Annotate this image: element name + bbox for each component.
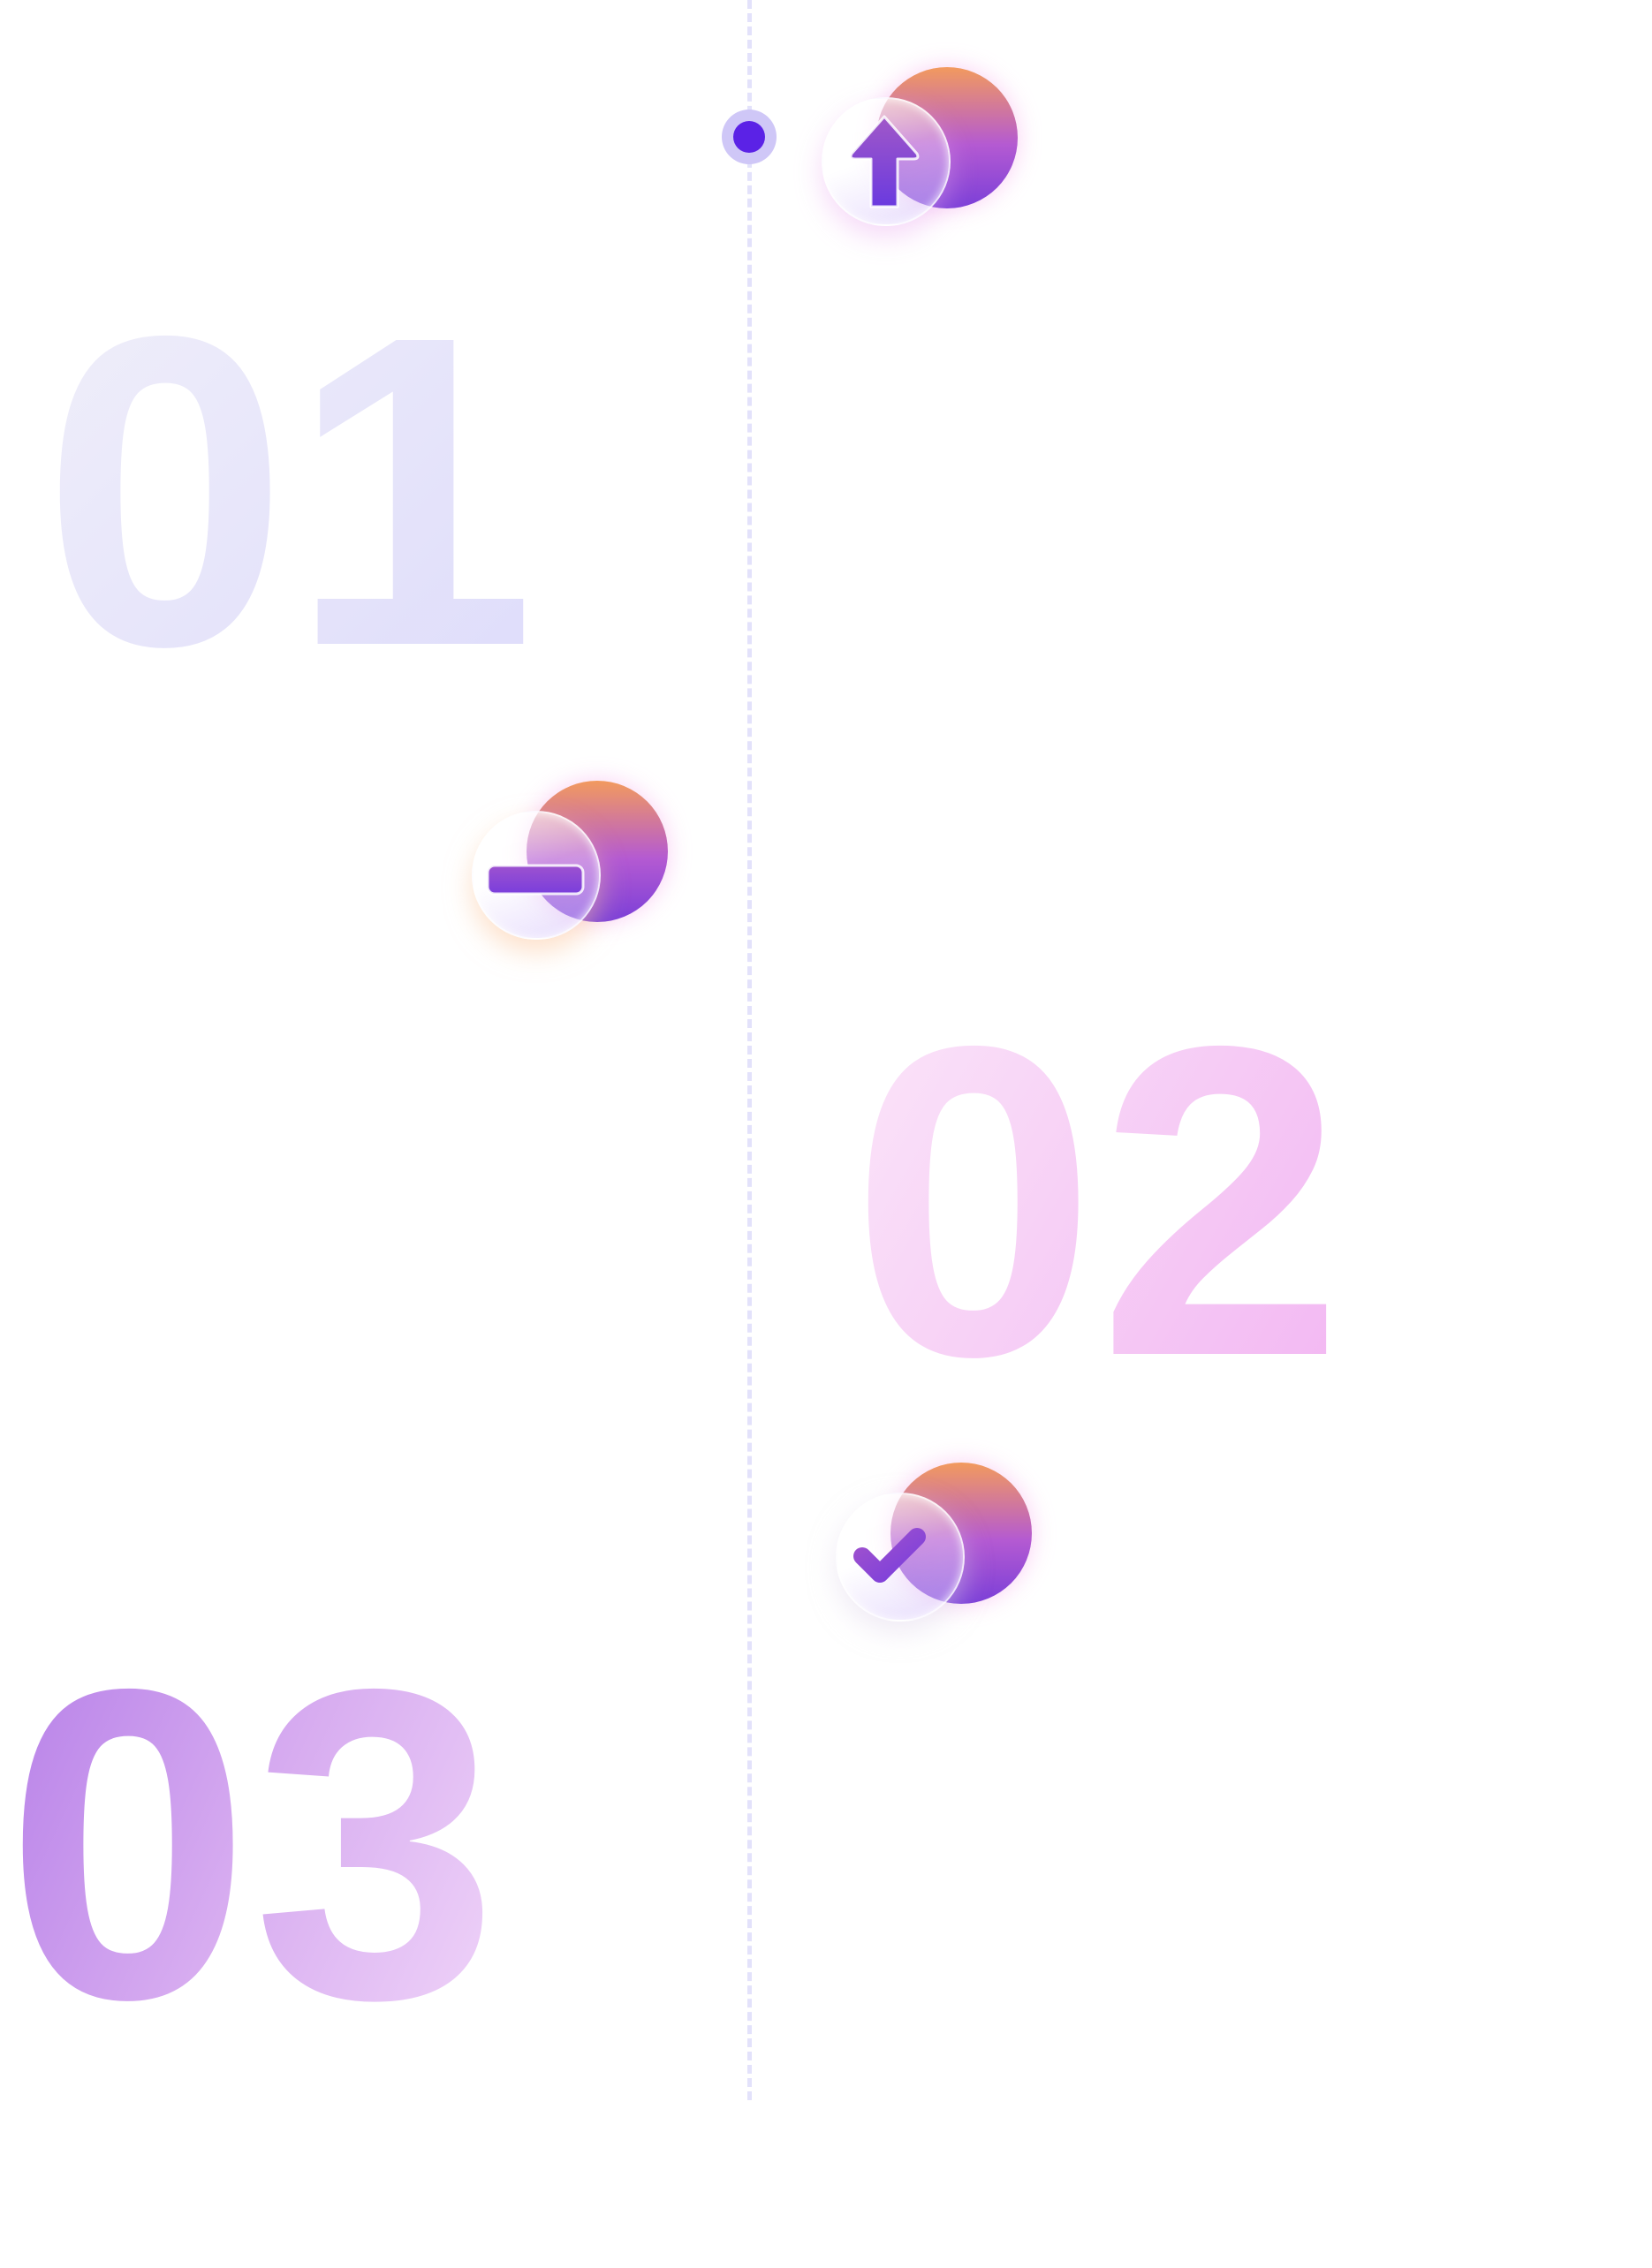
check-icon xyxy=(829,1463,1032,1657)
step-number-02: 02 xyxy=(851,954,1346,1448)
upload-arrow-glyph xyxy=(849,115,920,208)
timeline-start-dot xyxy=(722,110,777,164)
step-number-03: 03 xyxy=(5,1597,501,2090)
minus-glyph xyxy=(486,864,585,896)
check-glyph xyxy=(853,1528,926,1583)
step-number-01: 01 xyxy=(42,244,538,737)
upload-arrow-icon xyxy=(815,67,1018,261)
timeline-dashed-line xyxy=(747,0,752,2100)
minus-icon xyxy=(465,781,668,975)
